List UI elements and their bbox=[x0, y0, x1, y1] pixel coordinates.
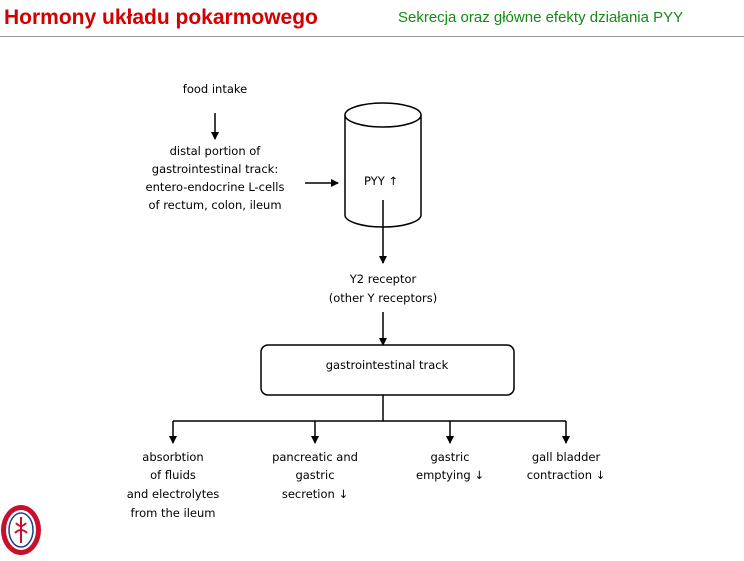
target-box bbox=[260, 344, 515, 396]
header-divider bbox=[0, 36, 744, 37]
target-label: gastrointestinal track bbox=[326, 358, 449, 372]
effect-2-line-2: gastric bbox=[295, 468, 334, 482]
diagram-panel: food intake distal portion of gastrointe… bbox=[105, 55, 635, 535]
university-seal-icon bbox=[0, 503, 46, 557]
effect-3-line-1: gastric bbox=[430, 450, 469, 464]
source-line-1: distal portion of bbox=[170, 144, 262, 158]
pyy-label: PYY ↑ bbox=[364, 174, 398, 188]
slide-header: Hormony układu pokarmowego Sekrecja oraz… bbox=[0, 0, 744, 40]
source-line-3: entero-endocrine L-cells bbox=[146, 180, 285, 194]
pyy-cylinder bbox=[344, 102, 422, 228]
slide-subtitle: Sekrecja oraz główne efekty działania PY… bbox=[398, 9, 684, 26]
slide-title: Hormony układu pokarmowego bbox=[4, 6, 318, 29]
effect-1-line-4: from the ileum bbox=[131, 506, 216, 520]
receptor-line-2: (other Y receptors) bbox=[329, 291, 437, 305]
effect-2-line-1: pancreatic and bbox=[272, 450, 358, 464]
effect-1-line-2: of fluids bbox=[150, 468, 196, 482]
effect-1-line-3: and electrolytes bbox=[127, 487, 220, 501]
effect-1-line-1: absorbtion bbox=[142, 450, 203, 464]
effect-4-line-1: gall bladder bbox=[532, 450, 601, 464]
effect-2-line-3: secretion ↓ bbox=[282, 487, 348, 501]
effect-3-line-2: emptying ↓ bbox=[416, 468, 484, 482]
effect-4-line-2: contraction ↓ bbox=[527, 468, 606, 482]
receptor-line-1: Y2 receptor bbox=[349, 272, 417, 286]
source-line-2: gastrointestinal track: bbox=[152, 162, 278, 176]
source-line-4: of rectum, colon, ileum bbox=[148, 198, 281, 212]
food-intake-label: food intake bbox=[183, 82, 247, 96]
pyy-diagram: food intake distal portion of gastrointe… bbox=[127, 82, 606, 520]
